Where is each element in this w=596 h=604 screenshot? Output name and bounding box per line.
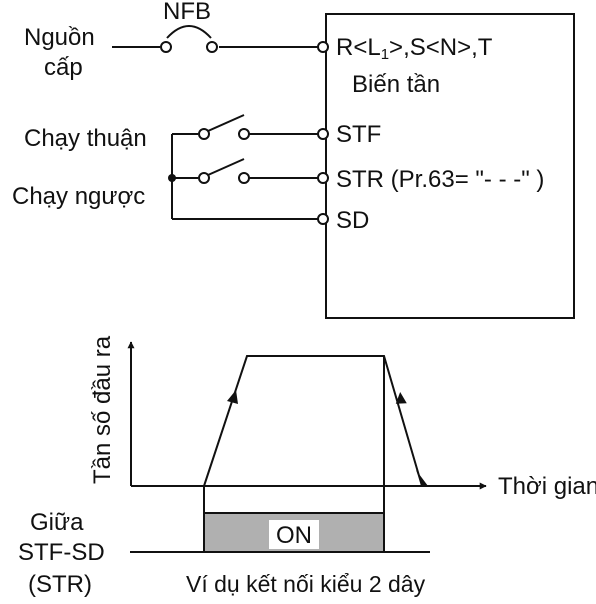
power-line [112, 25, 329, 53]
forward-switch-blade [207, 114, 245, 132]
forward-run-label: Chạy thuận [24, 125, 147, 152]
nfb-label: NFB [163, 0, 211, 25]
inverter-box [325, 13, 575, 319]
decel-arrow [395, 392, 407, 404]
on-label-bg [269, 520, 319, 549]
str-terminal-label: STR (Pr.63= "- - -" ) [336, 166, 544, 193]
output-frequency-curve [203, 355, 423, 487]
signal-label-line3: (STR) [28, 571, 92, 598]
y-axis-label: Tần số đầu ra [89, 335, 116, 484]
wiring-section: NFB Nguồn cấp R<L1>,S<N>,T Biến tần [12, 0, 575, 319]
stop-marker [416, 470, 428, 486]
signal-label-line2: STF-SD [18, 539, 105, 566]
control-wiring [171, 114, 329, 225]
stf-terminal-label: STF [336, 121, 381, 148]
power-source-label-line1: Nguồn [24, 24, 95, 51]
junction-dot [168, 174, 176, 182]
power-source-label-line2: cấp [44, 54, 83, 81]
inverter-terminals-label: R<L1>,S<N>,T [336, 34, 493, 63]
x-axis-label: Thời gian [498, 473, 596, 500]
inverter-label: Biến tần [352, 71, 440, 98]
sd-terminal-label: SD [336, 207, 369, 234]
caption: Ví dụ kết nối kiểu 2 dây [186, 571, 426, 597]
signal-label-line1: Giữa [30, 509, 84, 536]
reverse-switch-blade [207, 158, 245, 176]
nfb-breaker-symbol [166, 25, 212, 39]
accel-arrow [227, 390, 238, 404]
on-label: ON [276, 522, 312, 549]
reverse-run-label: Chạy ngược [12, 183, 145, 210]
timing-section: Tần số đầu ra Thời gian ON Giữa STF-SD (… [18, 335, 596, 598]
